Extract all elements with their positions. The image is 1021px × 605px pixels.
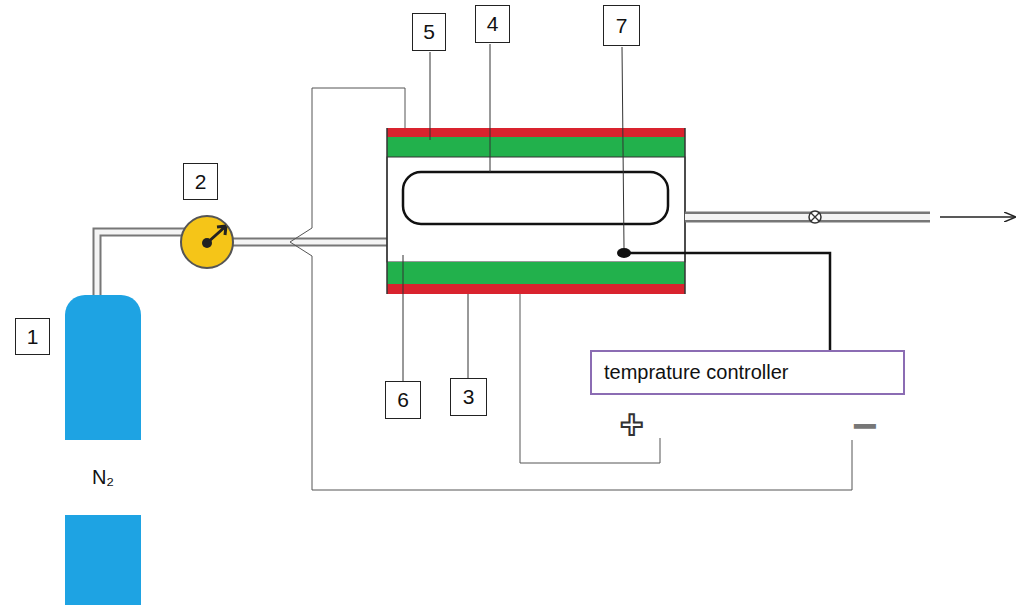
thermocouple-wire (624, 253, 830, 350)
callout-number: 1 (15, 318, 50, 355)
outlet-pipe (685, 212, 930, 223)
furnace-wall (684, 128, 686, 294)
flow-arrow (940, 216, 1015, 218)
leader-line (468, 294, 469, 378)
heating-element (387, 284, 685, 294)
cylinder-band: N₂ (65, 440, 141, 515)
power-wire (290, 88, 852, 490)
gas-pipe (232, 238, 388, 247)
pressure-gauge (181, 216, 233, 268)
controller-label: temprature controller (604, 361, 789, 384)
leader-line (622, 47, 624, 248)
insulation (387, 137, 685, 157)
callout-number: 7 (603, 5, 640, 46)
leader-line (430, 52, 431, 140)
sample-boat (403, 172, 668, 224)
controller-box: temprature controller (590, 350, 905, 395)
leader-line (490, 44, 491, 172)
callout-number: 3 (450, 378, 487, 416)
outlet-pipe-bore (685, 214, 930, 220)
callout-number: 2 (183, 163, 218, 200)
gas-label: N₂ (92, 466, 114, 489)
polarity-sign: + (620, 404, 643, 444)
polarity-sign: − (852, 404, 878, 448)
callout-number: 6 (385, 381, 421, 419)
gauge-needle (207, 226, 226, 243)
insulation (387, 262, 685, 284)
callout-number: 4 (475, 5, 510, 43)
gas-pipe (97, 232, 185, 298)
outlet-valve (809, 211, 821, 223)
gas-pipe-bore (97, 232, 185, 298)
leader-line (403, 255, 404, 381)
callout-number: 5 (412, 13, 446, 51)
gas-pipe-bore (232, 240, 388, 245)
furnace-wall (386, 128, 388, 294)
valve-cross (811, 213, 819, 221)
gas-cylinder: N₂ (65, 295, 141, 605)
furnace-tube (387, 157, 685, 262)
heating-element (387, 128, 685, 137)
